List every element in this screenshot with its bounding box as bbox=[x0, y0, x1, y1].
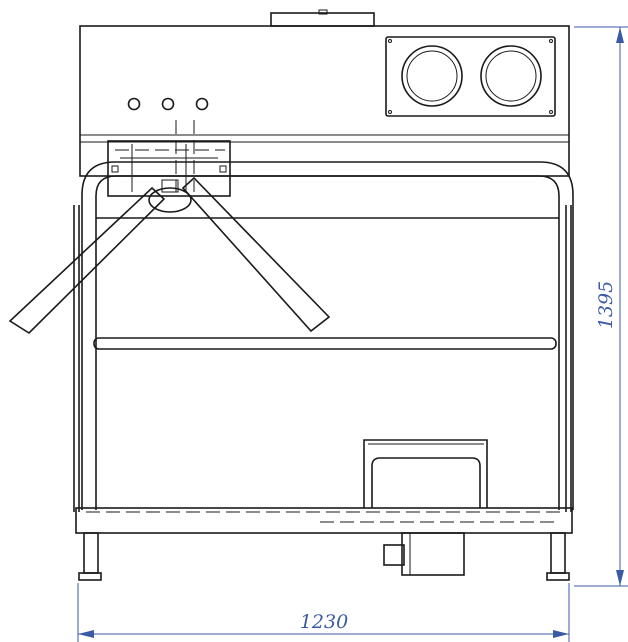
frame-tube bbox=[81, 161, 574, 510]
indicator-panel bbox=[385, 36, 556, 117]
step-bracket bbox=[363, 439, 488, 508]
tripod-arms bbox=[8, 176, 331, 335]
rails bbox=[93, 217, 559, 350]
base-frame bbox=[75, 507, 573, 534]
side-posts bbox=[73, 205, 572, 512]
indicator-dots bbox=[127, 97, 209, 111]
width-dimension: 1230 bbox=[77, 583, 570, 642]
height-dimension: 1395 bbox=[574, 26, 628, 587]
feet bbox=[78, 532, 570, 581]
height-label: 1395 bbox=[595, 281, 617, 329]
mechanism-plate bbox=[107, 120, 231, 197]
drive-box bbox=[383, 532, 465, 576]
width-label: 1230 bbox=[300, 611, 348, 633]
top-cap bbox=[270, 9, 375, 27]
